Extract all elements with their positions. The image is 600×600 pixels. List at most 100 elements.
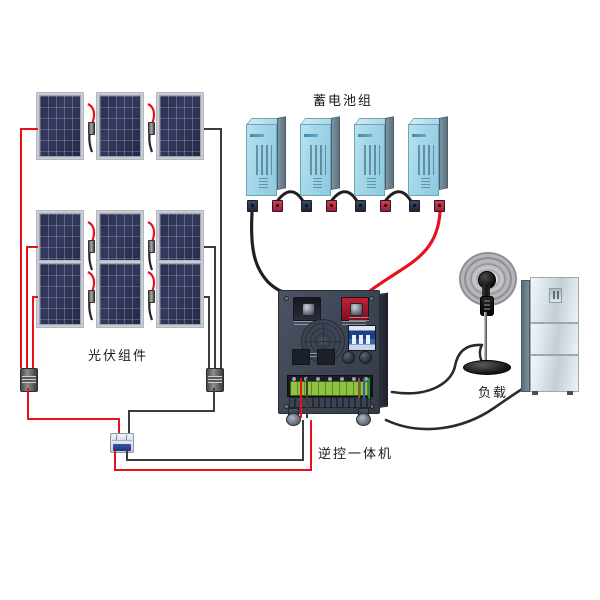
battery-spec-text: [313, 178, 322, 189]
pv-main-positive-wire: [27, 418, 120, 420]
lcd-segment: [352, 335, 356, 344]
breaker-output-negative: [126, 451, 128, 461]
pv-string-wire-positive: [26, 246, 38, 248]
battery-unit: [300, 116, 340, 196]
pv-string-wire-negative: [220, 128, 222, 368]
lcd-meter-display[interactable]: [348, 325, 376, 351]
panel-screw: [369, 296, 374, 301]
pv-string-wire-positive: [26, 246, 28, 368]
battery-positive-to-inverter-cable: [368, 210, 442, 293]
rotary-knob[interactable]: [342, 351, 355, 364]
breaker-output-negative: [302, 420, 304, 460]
strip-screw: [292, 377, 296, 381]
inverter-front-panel: [278, 290, 380, 414]
pv-array-label: 光伏组件: [88, 349, 149, 364]
fridge-control-panel[interactable]: [549, 288, 562, 303]
pv-panel: [96, 260, 144, 328]
pv-main-negative-wire: [213, 388, 215, 410]
strip-screw: [340, 377, 344, 381]
battery-spec-text: [367, 178, 376, 189]
refrigerator: [521, 277, 579, 395]
breaker-output-positive: [114, 451, 116, 471]
pv-string-wire-positive: [20, 128, 22, 368]
battery-unit: [246, 116, 286, 196]
strip-screw: [316, 377, 320, 381]
battery-face: [300, 124, 331, 196]
fridge-door-bottom[interactable]: [530, 355, 579, 392]
fan-base: [463, 360, 511, 375]
ventilation-slots: [289, 397, 371, 408]
breaker-output-positive: [114, 469, 312, 471]
negative-terminal-label: [294, 321, 318, 327]
battery-side: [385, 116, 394, 190]
fuse-port[interactable]: [317, 349, 335, 365]
mc4-connector: [88, 122, 95, 135]
load-label: 负载: [478, 386, 509, 401]
breaker-toggle[interactable]: [113, 444, 131, 451]
battery-label-text: [256, 145, 272, 175]
battery-unit: [408, 116, 448, 196]
rotary-knob[interactable]: [359, 351, 372, 364]
pv-panel: [96, 92, 144, 160]
battery-negative-terminal: [247, 200, 258, 212]
mc4-parallel-connector-positive: [20, 368, 38, 392]
battery-brand-mark: [304, 134, 318, 137]
pv-string-wire-negative: [208, 296, 210, 368]
pv-panel: [156, 260, 204, 328]
breaker-output-negative: [126, 459, 304, 461]
battery-positive-terminal: [434, 200, 445, 212]
inverter-label: 逆控一体机: [318, 447, 394, 462]
battery-positive-terminal: [380, 200, 391, 212]
mc4-connector: [148, 240, 155, 253]
mc4-parallel-connector-negative: [206, 368, 224, 392]
strip-lead-positive: [300, 378, 302, 418]
battery-spec-text: [421, 178, 430, 189]
dc-input-negative-terminal[interactable]: [293, 297, 321, 321]
battery-spec-text: [259, 178, 268, 189]
battery-side: [439, 116, 448, 190]
inverter-to-fridge-cable: [384, 378, 542, 431]
mc4-connector: [88, 240, 95, 253]
fridge-door-middle[interactable]: [530, 323, 579, 355]
pv-string-wire-positive: [32, 296, 34, 368]
display-caption: [349, 317, 369, 321]
battery-bank-label: 蓄电池组: [313, 94, 374, 109]
pv-string-wire-negative: [214, 246, 216, 368]
fan-control-panel[interactable]: [480, 296, 494, 316]
strip-lead-ac-pe: [368, 378, 370, 398]
dc-circuit-breaker[interactable]: [110, 433, 134, 453]
strip-lead-ac-n: [363, 378, 365, 398]
pv-panel: [36, 92, 84, 160]
battery-brand-mark: [412, 134, 426, 137]
battery-negative-to-inverter-cable: [249, 211, 298, 298]
breaker-port[interactable]: [292, 349, 310, 365]
breaker-top: [112, 435, 132, 441]
battery-unit: [354, 116, 394, 196]
pv-panel: [156, 92, 204, 160]
breaker-slot: [126, 435, 127, 440]
battery-label-text: [310, 145, 326, 175]
breaker-output-positive: [310, 420, 312, 470]
terminal-strip[interactable]: [287, 375, 373, 397]
battery-brand-mark: [250, 134, 264, 137]
fridge-door-top[interactable]: [530, 277, 579, 323]
lcd-segment: [366, 335, 370, 344]
pv-main-negative-wire: [128, 410, 130, 434]
terminal-nut: [350, 303, 363, 316]
mc4-connector: [88, 290, 95, 303]
pedestal-fan: [455, 252, 517, 380]
caster-wheel: [286, 408, 301, 426]
strip-screw: [352, 377, 356, 381]
positive-terminal-label: [342, 321, 366, 327]
strip-lead-negative: [306, 378, 308, 418]
mc4-connector: [148, 290, 155, 303]
pv-main-positive-wire: [118, 418, 120, 434]
panel-screw: [284, 404, 289, 409]
strip-screw: [328, 377, 332, 381]
battery-negative-terminal: [301, 200, 312, 212]
terminal-nut: [302, 303, 315, 316]
breaker-slot: [116, 435, 117, 440]
inverter-controller-unit[interactable]: [278, 290, 388, 426]
battery-label-text: [364, 145, 380, 175]
pv-string-wire-positive: [20, 128, 38, 130]
